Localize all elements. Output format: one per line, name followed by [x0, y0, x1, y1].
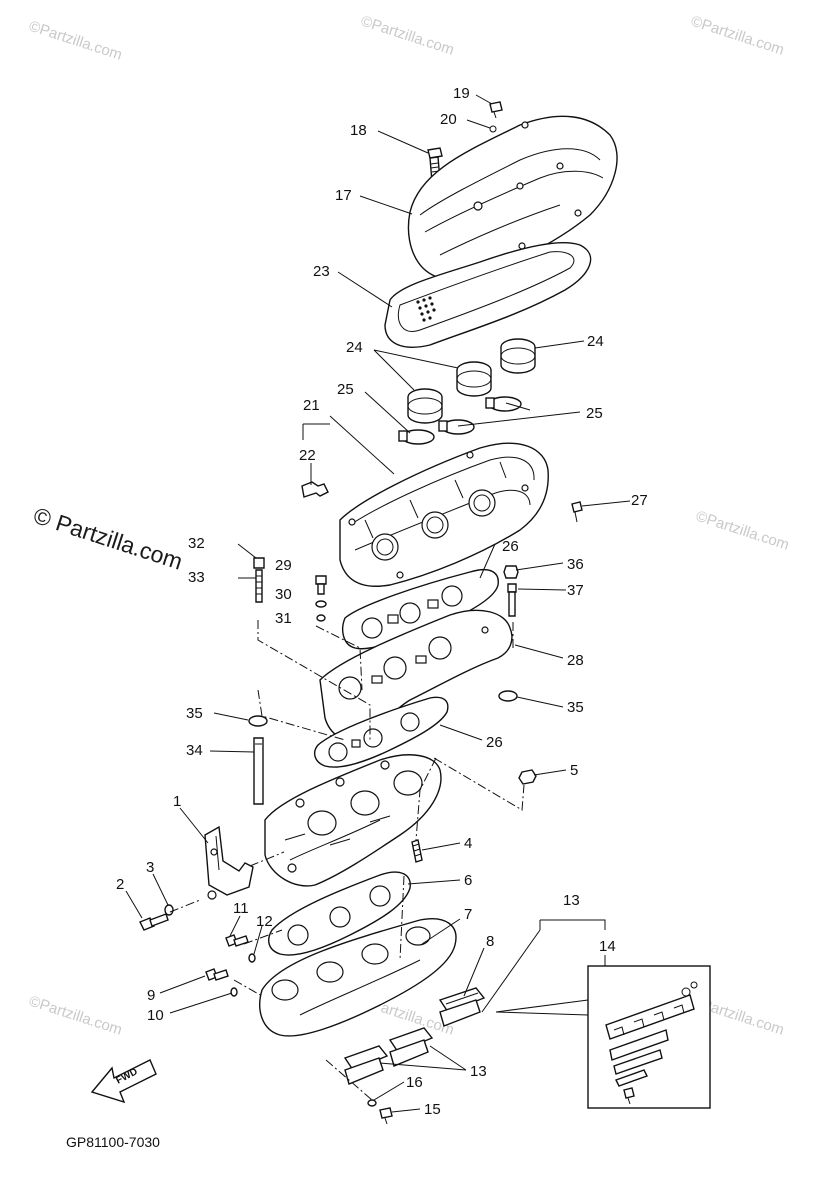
- callout-29: 29: [275, 557, 292, 574]
- watermark: ©Partzilla.com: [694, 508, 791, 554]
- part-35-clamp-right: [498, 690, 518, 702]
- callout-8: 8: [486, 933, 494, 950]
- part-11-bolt: [225, 934, 249, 947]
- part-8-reed-plate: [438, 987, 486, 1027]
- callout-23: 23: [313, 263, 330, 280]
- part-3-washer: [164, 904, 174, 916]
- watermark: ©Partzilla.com: [27, 993, 124, 1039]
- part-34-hose: [253, 737, 264, 805]
- part-13-reed-valves: [343, 1027, 434, 1085]
- callout-36: 36: [567, 556, 584, 573]
- callout-7: 7: [464, 906, 472, 923]
- part-1-bracket: [204, 825, 254, 900]
- fwd-arrow-icon: FWD: [90, 1059, 157, 1104]
- sleeve: [456, 361, 492, 397]
- callout-24-right: 24: [587, 333, 604, 350]
- callout-27: 27: [631, 492, 648, 509]
- part-2-bolt: [139, 913, 169, 931]
- callout-9: 9: [147, 987, 155, 1004]
- callout-17: 17: [335, 187, 352, 204]
- callout-35-right: 35: [567, 699, 584, 716]
- part-30-washer: [315, 600, 327, 608]
- watermark: ©Partzilla.com: [27, 18, 124, 64]
- part-27-screw: [571, 501, 583, 523]
- part-22-fitting: [301, 481, 329, 498]
- carburetor-assembly: [264, 754, 442, 887]
- callout-25-left: 25: [337, 381, 354, 398]
- callout-24-left: 24: [346, 339, 363, 356]
- watermark: ©Partzilla.com: [689, 13, 786, 59]
- callout-21: 21: [303, 397, 320, 414]
- callout-22: 22: [299, 447, 316, 464]
- part-24-sleeves: [407, 338, 536, 424]
- watermark: ©Partzilla.com: [359, 13, 456, 59]
- part-7-reed-body: [259, 918, 457, 1037]
- callout-2: 2: [116, 876, 124, 893]
- part-17-cover: [407, 115, 618, 281]
- drawing-code: GP81100-7030: [66, 1134, 160, 1150]
- callout-35-left: 35: [186, 705, 203, 722]
- callout-13-top: 13: [563, 892, 580, 909]
- part-10-washer: [230, 987, 238, 997]
- parts: FWD: [90, 101, 711, 1125]
- callout-3: 3: [146, 859, 154, 876]
- callout-11: 11: [233, 900, 249, 917]
- callout-18: 18: [350, 122, 367, 139]
- callout-26-upper: 26: [502, 538, 519, 555]
- leader-lines: [125, 94, 631, 1113]
- part-25-clamps: [398, 396, 522, 445]
- watermark-large: © Partzilla.com: [30, 502, 185, 575]
- gasket-dots: [416, 296, 436, 322]
- callout-13-bottom: 13: [470, 1063, 487, 1080]
- callout-25-right: 25: [586, 405, 603, 422]
- sleeve: [500, 338, 536, 374]
- part-9-bolt: [205, 968, 229, 981]
- callout-16: 16: [406, 1074, 423, 1091]
- callout-30: 30: [275, 586, 292, 603]
- part-36-nut: [503, 565, 519, 579]
- part-20-oring: [489, 125, 497, 133]
- callout-4: 4: [464, 835, 472, 852]
- callout-15: 15: [424, 1101, 441, 1118]
- part-37-stud: [507, 583, 517, 617]
- part-23-gasket: [384, 242, 592, 348]
- callout-6: 6: [464, 872, 472, 889]
- part-35-clamp-left: [248, 715, 268, 727]
- callout-34: 34: [186, 742, 203, 759]
- callout-26-lower: 26: [486, 734, 503, 751]
- part-14-detail-box: [587, 965, 711, 1109]
- part-4-stud: [411, 839, 423, 863]
- part-26-gasket-lower: [313, 696, 449, 768]
- callout-14: 14: [599, 938, 616, 955]
- callout-20: 20: [440, 111, 457, 128]
- callout-1: 1: [173, 793, 181, 810]
- part-26-gasket-upper: [342, 568, 499, 650]
- part-28-plate: [319, 609, 513, 742]
- callout-33: 33: [188, 569, 205, 586]
- part-15-screw: [379, 1107, 393, 1125]
- part-16-washer: [367, 1099, 377, 1107]
- part-21-intake-housing: [339, 442, 549, 587]
- alignment-lines: [169, 620, 525, 1101]
- part-31-washer: [316, 614, 326, 622]
- callout-28: 28: [567, 652, 584, 669]
- part-6-gasket: [268, 871, 411, 956]
- part-29-bolt: [315, 575, 327, 595]
- callout-37: 37: [567, 582, 584, 599]
- callouts: 19 20 18 17 23 24 24 25 25 21 22 27 32 3…: [116, 85, 648, 1118]
- sleeve: [407, 388, 443, 424]
- part-32-33-stud: [253, 557, 265, 603]
- callout-32: 32: [188, 535, 205, 552]
- part-19-screw: [489, 101, 503, 119]
- part-12-washer: [248, 953, 256, 963]
- part-5-nut: [518, 769, 537, 785]
- callout-5: 5: [570, 762, 578, 779]
- callout-19: 19: [453, 85, 470, 102]
- callout-12: 12: [256, 913, 273, 930]
- callout-10: 10: [147, 1007, 164, 1024]
- callout-31: 31: [275, 610, 292, 627]
